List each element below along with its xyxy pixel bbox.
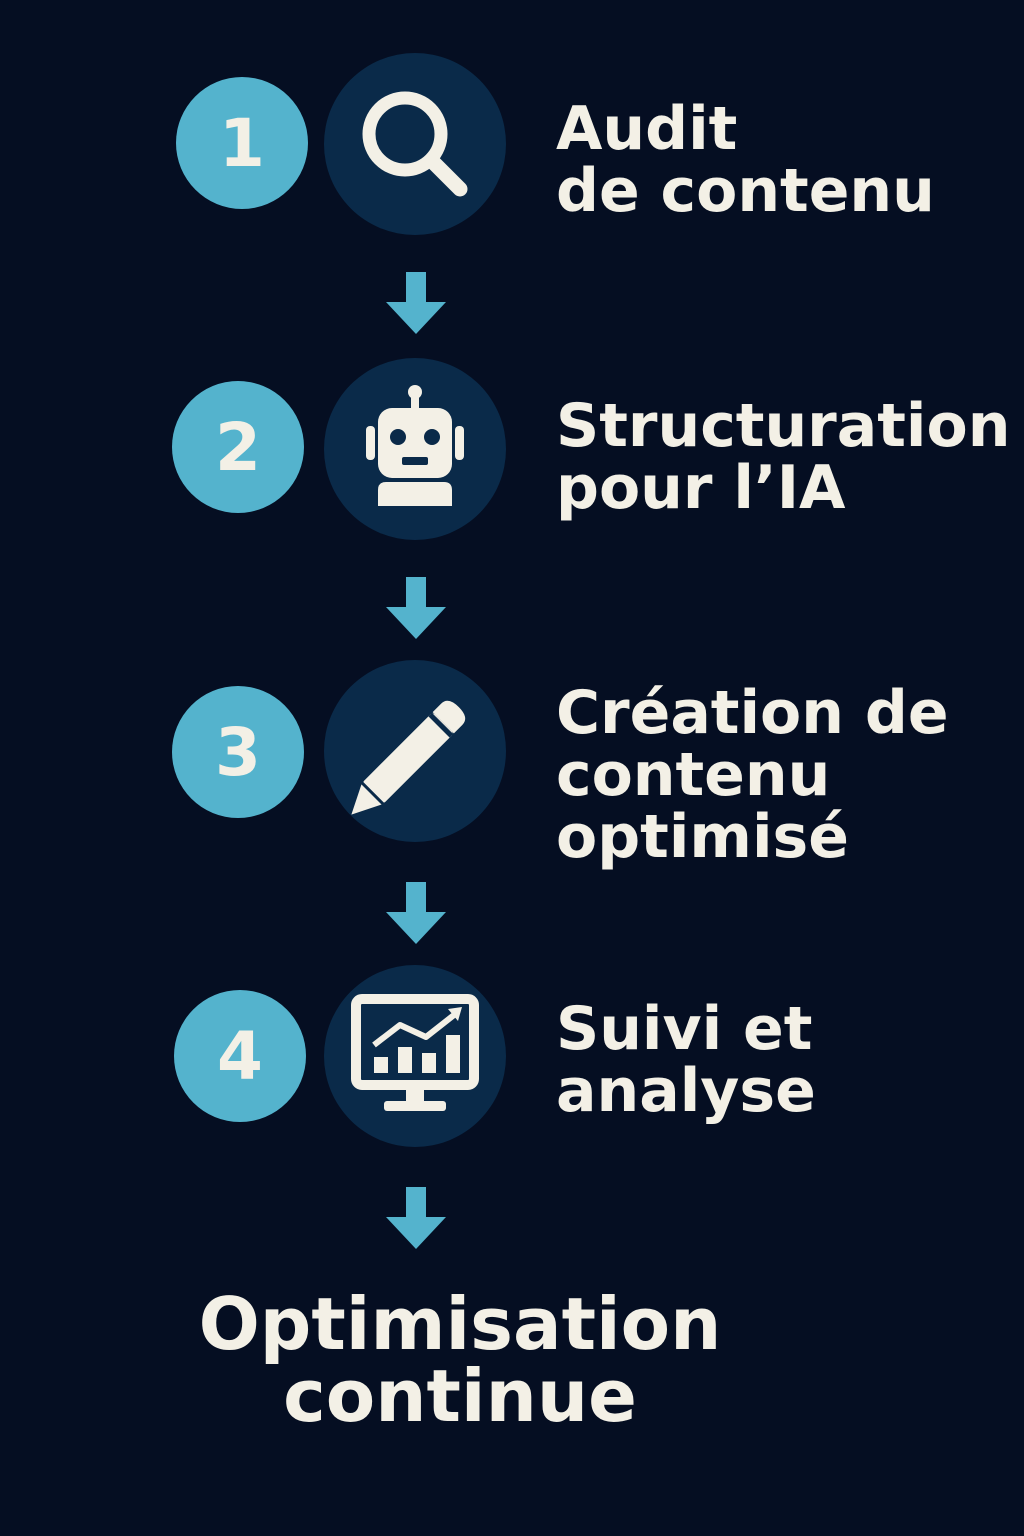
step-1-label: Audit de contenu bbox=[556, 94, 935, 226]
final-outcome-label: Optimisation continue bbox=[198, 1282, 722, 1438]
arrow-down-icon bbox=[386, 577, 446, 639]
arrow-down-icon bbox=[386, 882, 446, 944]
step-2-number-badge: 2 bbox=[172, 381, 304, 513]
analytics-monitor-icon bbox=[351, 994, 479, 1111]
step-1-number-badge: 1 bbox=[176, 77, 308, 209]
step-2-icon-circle bbox=[324, 358, 506, 540]
step-3-icon-circle bbox=[324, 660, 506, 842]
step-4-number-badge: 4 bbox=[174, 990, 306, 1122]
pencil-icon bbox=[351, 700, 466, 815]
step-4-icon-circle bbox=[324, 965, 506, 1147]
step-3-number-badge: 3 bbox=[172, 686, 304, 818]
robot-icon bbox=[366, 385, 464, 506]
step-3-label: Création de contenu optimisé bbox=[556, 678, 949, 872]
search-icon bbox=[362, 91, 468, 197]
arrow-down-icon bbox=[386, 1187, 446, 1249]
step-4-label: Suivi et analyse bbox=[556, 994, 816, 1126]
step-2-label: Structuration pour l’IA bbox=[556, 391, 1011, 523]
arrow-down-icon bbox=[386, 272, 446, 334]
step-1-icon-circle bbox=[324, 53, 506, 235]
